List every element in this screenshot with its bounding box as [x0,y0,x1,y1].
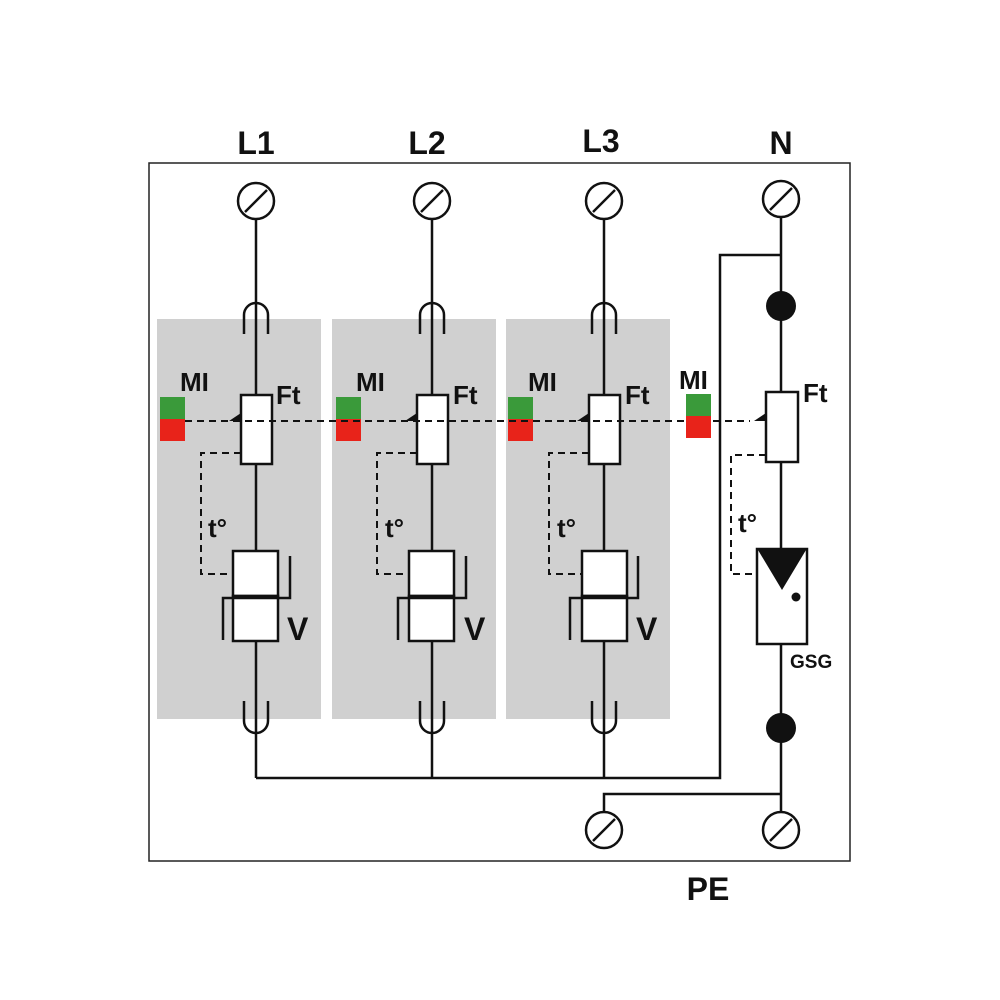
plug-contact-bottom-icon [242,701,270,735]
label-l2: L2 [408,125,445,161]
thermal-fuse-ft [587,393,622,466]
junction-dot-top [766,291,796,321]
label-varistor: V [464,611,486,647]
varistor-curve-icon [568,556,640,640]
branch-l3: MI Ft t° V [508,181,658,778]
label-temp: t° [208,513,227,543]
thermal-fuse-ft [415,393,450,466]
varistor-curve-icon [221,556,292,640]
plug-contact-top-icon [418,301,446,334]
varistor-bottom [231,594,280,643]
label-temp: t° [557,513,576,543]
common-bus-wire [256,253,781,780]
thermal-link-dashed [548,452,589,575]
thermal-fuse-ft [239,393,274,466]
thermal-link-dashed [376,452,417,575]
branch-l1: MI Ft t° V [160,181,309,778]
module-bg-l1 [157,319,321,719]
plug-contact-top-icon [590,301,618,334]
pe-terminal-right [761,810,801,850]
label-n: N [769,125,792,161]
label-l3: L3 [582,123,619,159]
label-mi: MI [356,367,385,397]
screw-terminal-icon [584,810,624,850]
label-mi: MI [679,365,708,395]
indicator-ok-l2 [336,397,361,419]
enclosure-outline [148,162,851,862]
screw-terminal-icon [761,179,801,219]
trip-arrow-icon [405,413,417,421]
indicator-fault-l2 [336,419,361,441]
label-temp: t° [385,513,404,543]
screw-terminal-icon [761,810,801,850]
varistor-curve-icon [396,556,468,640]
branch-n: MI Ft t° GSG [679,179,832,812]
gsg-dot-icon [791,592,801,602]
label-varistor: V [636,611,658,647]
trip-arrow-icon [754,413,766,421]
trip-arrow-icon [229,413,241,421]
plug-contact-bottom-icon [590,701,618,735]
pe-link-wire [602,792,781,812]
label-varistor: V [287,611,309,647]
label-ft: Ft [803,378,828,408]
junction-dot-bottom [766,713,796,743]
indicator-fault-n [686,416,711,438]
thermal-link-dashed [730,454,766,575]
label-ft: Ft [276,380,301,410]
plug-contact-top-icon [242,301,270,334]
module-bg-l3 [506,319,670,719]
varistor-bottom [580,594,629,643]
label-gsg: GSG [790,652,832,673]
thermal-fuse-ft-n [764,390,800,464]
gsg-triangle-icon [758,550,806,590]
label-ft: Ft [453,380,478,410]
indicator-fault-l1 [160,419,185,441]
screw-terminal-icon [236,181,276,221]
indicator-fault-l3 [508,419,533,441]
indicator-ok-l3 [508,397,533,419]
indicator-ok-l1 [160,397,185,419]
label-temp: t° [738,508,757,538]
varistor-top [407,549,456,598]
label-mi: MI [180,367,209,397]
screw-terminal-icon [412,181,452,221]
label-mi: MI [528,367,557,397]
branch-l2: MI Ft t° V [336,181,486,778]
module-bg-l2 [332,319,496,719]
pe-terminal-left [584,810,624,850]
plug-contact-bottom-icon [418,701,446,735]
thermal-link-dashed [200,452,241,575]
trip-arrow-icon [577,413,589,421]
indicator-ok-n [686,394,711,416]
varistor-top [231,549,280,598]
label-pe: PE [687,871,730,907]
label-l1: L1 [237,125,274,161]
label-ft: Ft [625,380,650,410]
screw-terminal-icon [584,181,624,221]
varistor-top [580,549,629,598]
varistor-bottom [407,594,456,643]
